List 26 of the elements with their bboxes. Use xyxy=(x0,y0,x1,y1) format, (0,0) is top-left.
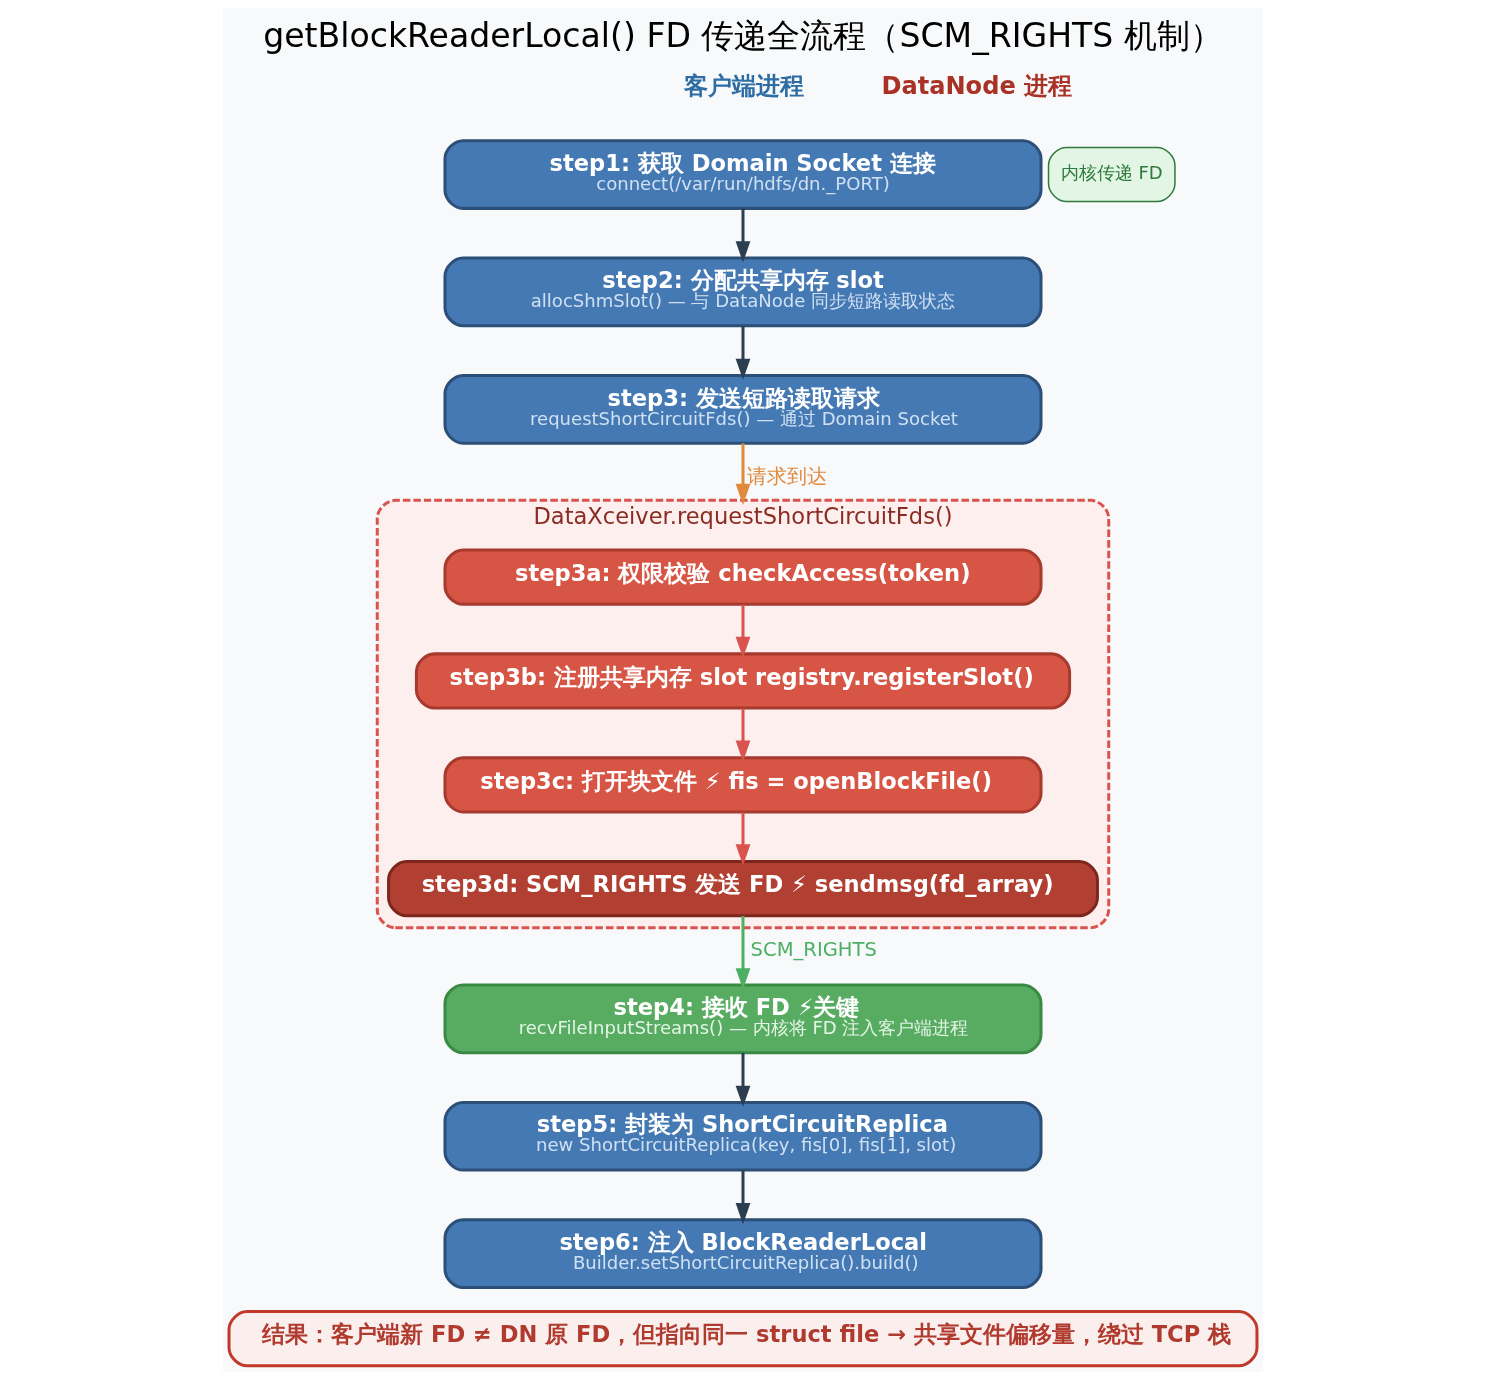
node-box: step3a: 权限校验 checkAccess(token) xyxy=(443,548,1043,606)
node-box: step1: 获取 Domain Socket 连接 connect(/var/run/hdfs/dn._PORT) xyxy=(443,139,1043,210)
node-box: step2: 分配共享内存 slot allocShmSlot() — 与 DataNode 同步短路读取状态 xyxy=(443,256,1043,328)
node-box: step6: 注入 BlockReaderLocal Builder.setShortCircuitReplica().build() xyxy=(443,1218,1043,1289)
edge-label: 请求到达 xyxy=(747,464,828,488)
arrow xyxy=(735,1170,751,1225)
arrow xyxy=(735,708,751,762)
label: DataNode 进程 xyxy=(881,71,1073,100)
arrow xyxy=(735,604,751,658)
diagram-title: getBlockReaderLocal() FD 传递全流程（SCM_RIGHTS 机制） xyxy=(263,15,1223,55)
edge-label: SCM_RIGHTS xyxy=(750,937,877,961)
arrow xyxy=(735,208,751,263)
node-box: step3: 发送短路读取请求 requestShortCircuitFds() — 通过 Domain Socket xyxy=(443,373,1043,445)
label: 内核传递 FD xyxy=(1060,162,1163,184)
arrow xyxy=(735,325,751,380)
node-box: step5: 封装为 ShortCircuitReplica new ShortCircuitReplica(key, fis[0], fis[1], slot) xyxy=(443,1100,1043,1172)
node-box: 结果：客户端新 FD ≠ DN 原 FD，但指向同一 struct file → 共享文件偏移量，绕过 TCP 栈 xyxy=(227,1310,1259,1368)
node-box: step3c: 打开块文件 ⚡ fis = openBlockFile() xyxy=(443,756,1043,814)
arrow xyxy=(735,915,751,990)
arrow xyxy=(735,812,751,866)
node-box: step3d: SCM_RIGHTS 发送 FD ⚡ sendmsg(fd_array) xyxy=(387,860,1099,918)
arrow xyxy=(735,1052,751,1107)
arrow xyxy=(735,443,751,505)
node-box: step3b: 注册共享内存 slot registry.registerSlot() xyxy=(414,652,1072,710)
node-box: step4: 接收 FD ⚡关键 recvFileInputStreams() — 内核将 FD 注入客户端进程 xyxy=(443,983,1043,1055)
label: 客户端进程 xyxy=(683,71,804,100)
